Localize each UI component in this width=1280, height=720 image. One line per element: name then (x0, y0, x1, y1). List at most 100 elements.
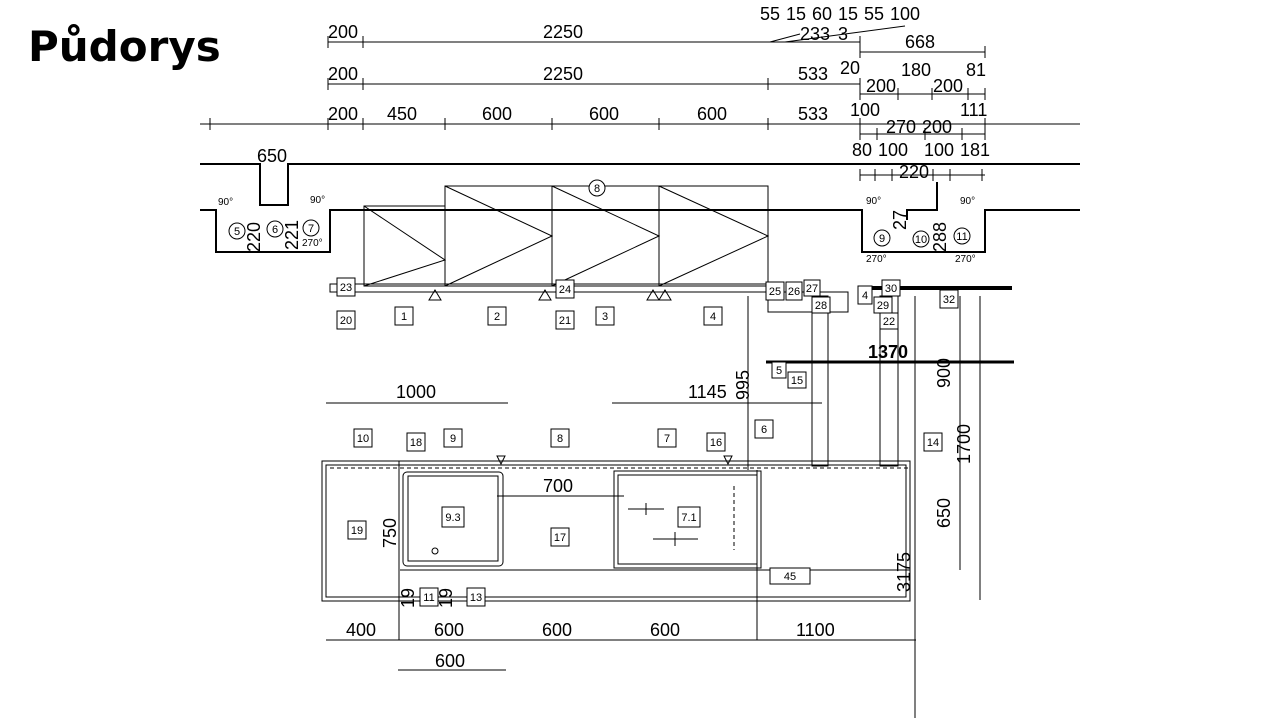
svg-text:20: 20 (340, 315, 352, 327)
box-tag: 4 (703, 306, 723, 326)
svg-text:8: 8 (557, 433, 563, 445)
dim-label: 600 (697, 104, 727, 124)
upper-cabinets (329, 185, 899, 467)
svg-text:7.1: 7.1 (681, 512, 696, 524)
sink (402, 471, 504, 567)
dim-label: 200 (328, 22, 358, 42)
dim-label: 1000 (396, 382, 436, 402)
box-tag: 25 (765, 281, 785, 301)
box-tag: 26 (785, 281, 803, 301)
box-tag: 16 (706, 432, 726, 452)
svg-text:10: 10 (915, 234, 927, 246)
dim-label: 995 (733, 370, 753, 400)
dim-label: 533 (798, 64, 828, 84)
svg-text:3: 3 (602, 311, 608, 323)
box-tag: 17 (550, 527, 570, 547)
angle-label: 270° (302, 238, 323, 249)
dim-label: 650 (934, 498, 954, 528)
angle-label: 90° (960, 196, 975, 207)
dim-label: 15 (786, 4, 806, 24)
svg-text:14: 14 (927, 437, 939, 449)
dim-label: 111 (960, 100, 987, 120)
dim-label: 3175 (894, 552, 914, 592)
svg-text:22: 22 (883, 316, 895, 328)
dim-label: 668 (905, 32, 935, 52)
svg-text:9: 9 (879, 233, 885, 245)
dim-label: 2250 (543, 22, 583, 42)
dim-label: 19 (436, 588, 456, 608)
dim-label: 600 (589, 104, 619, 124)
box-tag: 45 (769, 567, 811, 585)
dim-label: 650 (257, 146, 287, 166)
angle-label: 270° (955, 254, 976, 265)
svg-text:7: 7 (308, 223, 314, 235)
box-tag: 22 (879, 312, 899, 330)
dim-label: 100 (850, 100, 880, 120)
dim-label: 20 (840, 58, 860, 78)
angle-label: 270° (866, 254, 887, 265)
dim-label: 55 (760, 4, 780, 24)
box-tag: 9 (443, 428, 463, 448)
box-tag: 21 (555, 310, 575, 330)
dim-label: 181 (960, 140, 990, 160)
svg-text:1: 1 (401, 311, 407, 323)
box-tag: 11 (419, 587, 439, 607)
svg-text:45: 45 (784, 571, 796, 583)
dim-label: 19 (398, 588, 418, 608)
angle-labels: 90° 90° 270° 90° 90° 270° 270° (218, 195, 976, 265)
box-tag: 7.1 (677, 506, 701, 528)
circle-tag: 11 (953, 227, 971, 245)
svg-text:16: 16 (710, 437, 722, 449)
box-tag: 15 (787, 371, 807, 389)
dim-label: 60 (812, 4, 832, 24)
svg-text:5: 5 (234, 226, 240, 238)
svg-text:29: 29 (877, 300, 889, 312)
svg-text:19: 19 (351, 525, 363, 537)
box-tag: 6 (754, 419, 774, 439)
cooktop (613, 470, 762, 569)
svg-text:24: 24 (559, 284, 571, 296)
circle-tags: 8 5 6 7 9 10 11 (228, 179, 971, 248)
dim-label: 55 (864, 4, 884, 24)
dim-label: 700 (543, 476, 573, 496)
dim-label: 100 (890, 4, 920, 24)
dim-label: 200 (866, 76, 896, 96)
svg-text:25: 25 (769, 286, 781, 298)
angle-label: 90° (310, 195, 325, 206)
box-tag: 24 (555, 279, 575, 299)
svg-text:11: 11 (423, 592, 434, 604)
dim-label: 450 (387, 104, 417, 124)
svg-text:11: 11 (956, 231, 967, 243)
svg-text:5: 5 (776, 365, 782, 377)
dim-label: 750 (380, 518, 400, 548)
circle-tag: 9 (873, 229, 891, 247)
dim-label: 100 (878, 140, 908, 160)
box-tag: 23 (336, 277, 356, 297)
dim-label: 233 (800, 24, 830, 44)
box-tag: 13 (466, 587, 486, 607)
circle-tag: 7 (302, 219, 320, 237)
box-tag: 28 (811, 296, 831, 314)
svg-text:26: 26 (788, 286, 800, 298)
dim-label: 27 (890, 210, 910, 230)
dim-label: 3 (838, 24, 848, 44)
dim-label: 600 (482, 104, 512, 124)
dim-label: 2250 (543, 64, 583, 84)
svg-text:4: 4 (862, 290, 868, 302)
dim-label: 200 (328, 104, 358, 124)
box-tag: 4 (857, 285, 873, 305)
svg-text:18: 18 (410, 437, 422, 449)
svg-text:32: 32 (943, 294, 955, 306)
dim-label: 81 (966, 60, 986, 80)
box-tag: 29 (873, 296, 893, 314)
box-tag: 18 (406, 432, 426, 452)
box-tag: 7 (657, 428, 677, 448)
box-tag: 9.3 (441, 506, 465, 528)
dim-label: 220 (899, 162, 929, 182)
svg-text:15: 15 (791, 375, 803, 387)
box-tag: 2 (487, 306, 507, 326)
svg-text:17: 17 (554, 532, 566, 544)
dim-label: 15 (838, 4, 858, 24)
dim-label: 220 (244, 222, 264, 252)
